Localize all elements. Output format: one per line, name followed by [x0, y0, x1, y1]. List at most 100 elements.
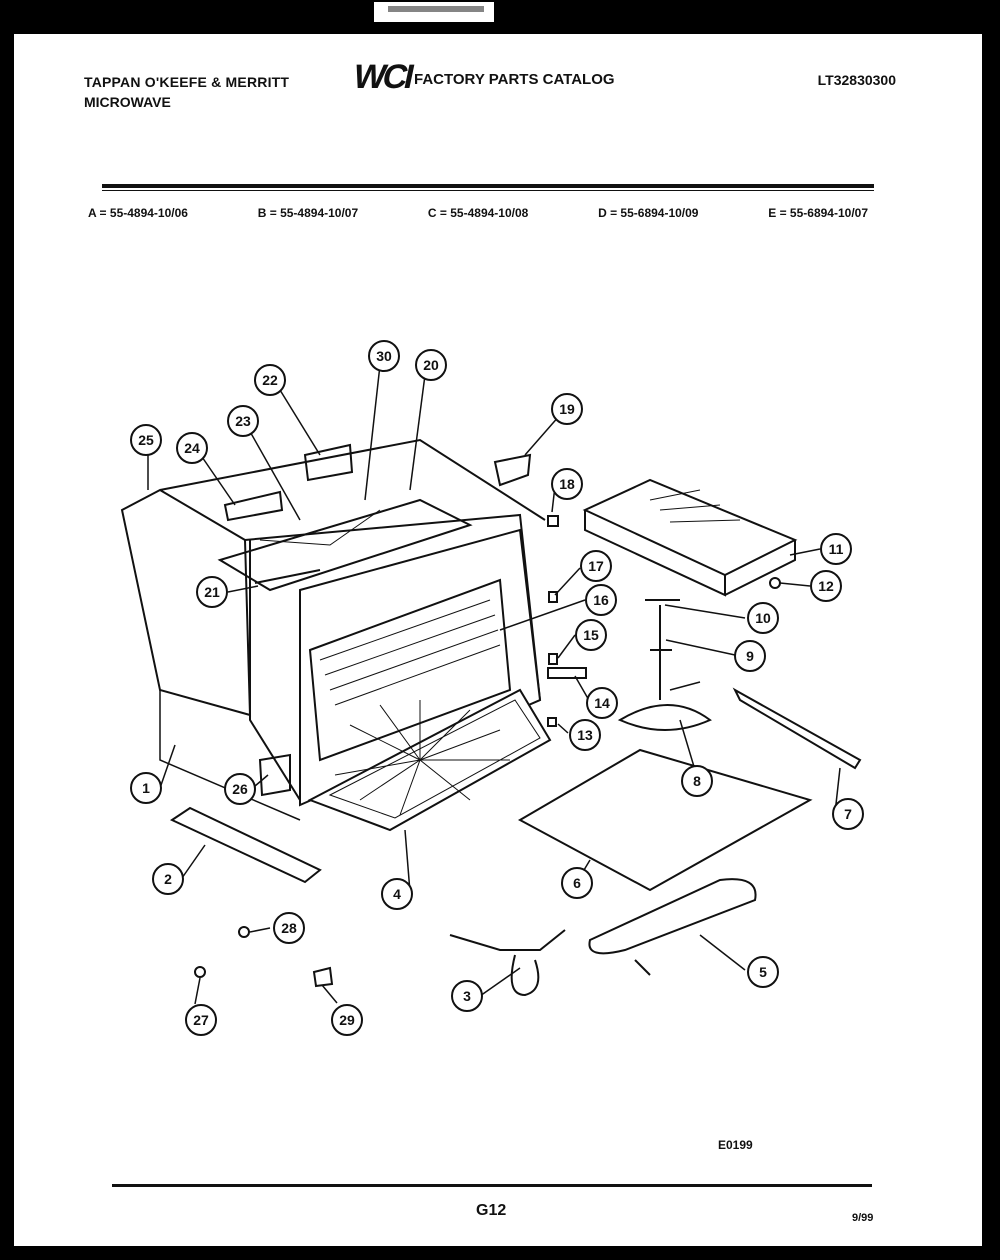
part-17	[548, 591, 558, 603]
callout-21: 21	[196, 576, 228, 608]
rail-bracket	[732, 687, 862, 770]
svg-text:1: 1	[142, 780, 150, 796]
svg-text:10: 10	[755, 610, 771, 626]
svg-text:4: 4	[393, 886, 401, 902]
catalog-title: FACTORY PARTS CATALOG	[414, 71, 615, 88]
callout-13: 13	[569, 719, 601, 751]
callout-15: 15	[575, 619, 607, 651]
callout-29: 29	[331, 1004, 363, 1036]
part-13	[547, 717, 557, 727]
part-18	[547, 515, 559, 527]
footer-rule	[112, 1184, 872, 1187]
callout-10: 10	[747, 602, 779, 634]
svg-text:8: 8	[693, 773, 701, 789]
callout-5: 5	[747, 956, 779, 988]
variant-code-e: E = 55-6894-10/07	[768, 206, 868, 220]
svg-text:19: 19	[559, 401, 575, 417]
svg-text:22: 22	[262, 372, 278, 388]
part-29	[312, 966, 334, 988]
part-24	[223, 490, 284, 522]
sensor-probe	[449, 929, 566, 997]
variant-code-d: D = 55-6894-10/09	[598, 206, 699, 220]
variant-code-c: C = 55-4894-10/08	[427, 206, 529, 220]
callout-28: 28	[273, 912, 305, 944]
svg-text:26: 26	[232, 781, 248, 797]
svg-text:2: 2	[164, 871, 172, 887]
callout-30: 30	[368, 340, 400, 372]
callout-22: 22	[254, 364, 286, 396]
callout-1: 1	[130, 772, 162, 804]
header-rule-thick	[102, 184, 874, 188]
svg-text:12: 12	[818, 578, 834, 594]
part-22	[303, 443, 354, 482]
model-number: LT32830300	[817, 72, 896, 88]
callout-3: 3	[451, 980, 483, 1012]
oven-rack	[307, 688, 552, 832]
variant-code-b: B = 55-4894-10/07	[257, 206, 359, 220]
part-15	[548, 653, 558, 665]
figure-code: E0199	[718, 1138, 753, 1152]
svg-text:9: 9	[746, 648, 754, 664]
svg-text:16: 16	[593, 592, 609, 608]
callout-11: 11	[820, 533, 852, 565]
svg-text:11: 11	[829, 541, 844, 557]
svg-text:23: 23	[235, 413, 251, 429]
callout-26: 26	[224, 773, 256, 805]
svg-text:3: 3	[463, 988, 471, 1004]
stirrer-assembly	[617, 599, 712, 731]
callout-20: 20	[415, 349, 447, 381]
part-21	[254, 569, 321, 584]
svg-text:25: 25	[138, 432, 154, 448]
svg-text:20: 20	[423, 357, 439, 373]
wci-logo: WCI	[350, 58, 416, 92]
glass-tray	[517, 748, 813, 892]
svg-text:7: 7	[844, 806, 852, 822]
callout-6: 6	[561, 867, 593, 899]
svg-text:15: 15	[583, 627, 599, 643]
part-19	[493, 453, 532, 487]
svg-text:13: 13	[577, 727, 593, 743]
callout-8: 8	[681, 765, 713, 797]
part-27	[194, 966, 206, 978]
control-panel-housing	[582, 478, 798, 597]
callout-27: 27	[185, 1004, 217, 1036]
heating-element	[588, 878, 757, 955]
callout-7: 7	[832, 798, 864, 830]
part-12	[769, 577, 781, 589]
callout-14: 14	[586, 687, 618, 719]
product-type: MICROWAVE	[84, 94, 171, 110]
callout-19: 19	[551, 393, 583, 425]
svg-text:21: 21	[204, 584, 220, 600]
callout-16: 16	[585, 584, 617, 616]
oven-cabinet	[120, 438, 546, 821]
callout-12: 12	[810, 570, 842, 602]
callout-9: 9	[734, 640, 766, 672]
svg-text:29: 29	[339, 1012, 355, 1028]
part-14	[547, 667, 587, 679]
svg-text:WCI: WCI	[350, 58, 416, 92]
variant-code-a: A = 55-4894-10/06	[88, 206, 188, 220]
part-26	[258, 753, 291, 797]
scan-artifact	[374, 2, 494, 22]
svg-text:5: 5	[759, 964, 767, 980]
date-code: 9/99	[852, 1212, 874, 1224]
svg-text:18: 18	[559, 476, 575, 492]
header-rule-thin	[102, 190, 874, 191]
callout-4: 4	[381, 878, 413, 910]
bottom-trim	[169, 806, 322, 884]
svg-text:17: 17	[588, 558, 604, 574]
callout-25: 25	[130, 424, 162, 456]
callout-17: 17	[580, 550, 612, 582]
page-number: G12	[476, 1202, 507, 1219]
callout-23: 23	[227, 405, 259, 437]
svg-text:28: 28	[281, 920, 297, 936]
callout-2: 2	[152, 863, 184, 895]
callout-labels: 1 2 4 5 6 7 8 9 10 11 12 13 14 15 16 17 …	[130, 340, 864, 1036]
svg-text:27: 27	[193, 1012, 209, 1028]
brand-name: TAPPAN O'KEEFE & MERRITT	[84, 74, 290, 90]
variant-codes: A = 55-4894-10/06 B = 55-4894-10/07 C = …	[88, 206, 868, 220]
callout-18: 18	[551, 468, 583, 500]
element-terminal	[634, 959, 651, 976]
svg-text:24: 24	[184, 440, 200, 456]
